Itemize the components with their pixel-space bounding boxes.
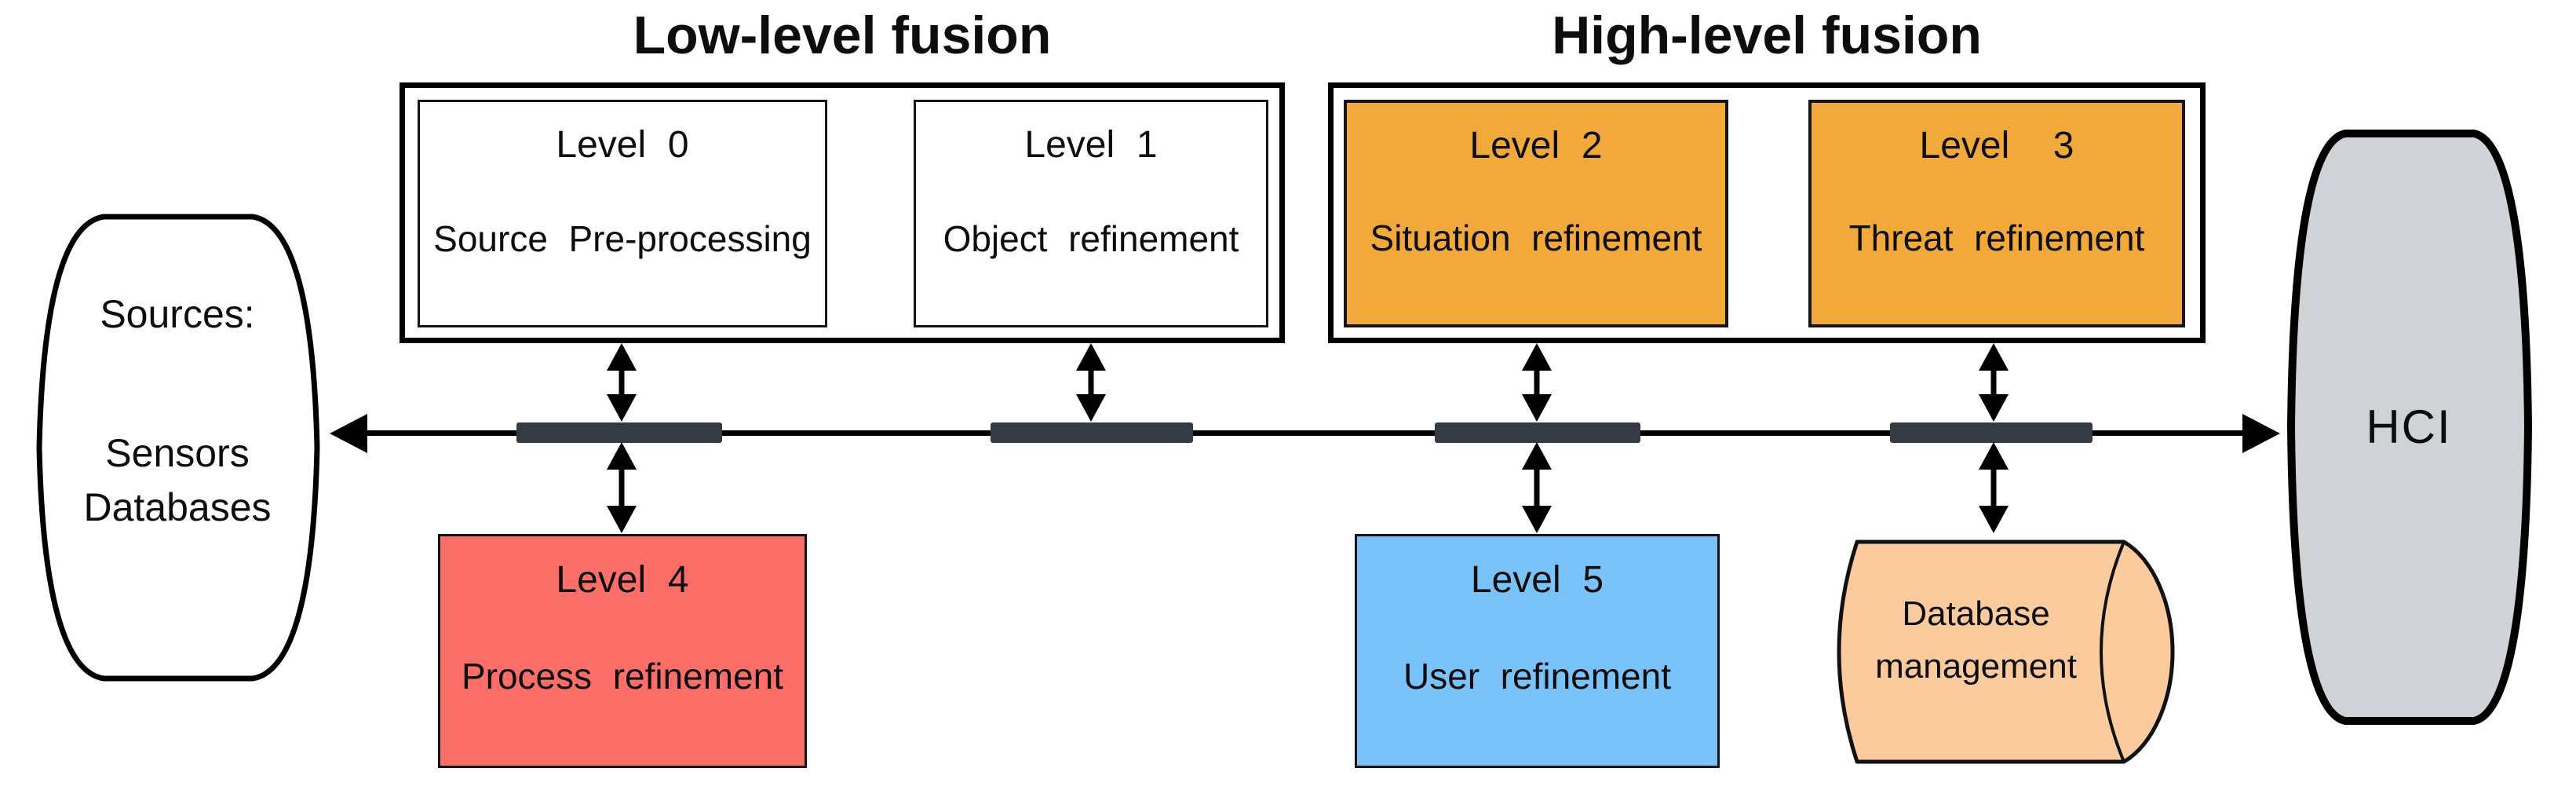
double-arrow-bus-level5-icon	[1522, 442, 1552, 533]
double-arrow-level2-bus-icon	[1522, 343, 1552, 422]
level-0-title: Level 0	[556, 124, 689, 166]
database-label-line2: management	[1875, 647, 2077, 686]
level-4-title: Level 4	[556, 559, 689, 602]
bus-arrow-right-icon	[2242, 414, 2280, 453]
level-1-subtitle: Object refinement	[943, 218, 1239, 259]
level-2-subtitle: Situation refinement	[1370, 218, 1702, 259]
hci-label: HCI	[2366, 400, 2452, 453]
sources-databases-label: Databases	[83, 485, 272, 529]
level-2-box: Level 2 Situation refinement	[1344, 100, 1728, 327]
bus-arrow-left-icon	[330, 414, 367, 453]
double-arrow-level3-bus-icon	[1979, 343, 2009, 422]
double-arrow-bus-database-icon	[1979, 442, 2009, 533]
low-level-fusion-title: Low-level fusion	[633, 5, 1052, 65]
bus-segment-level3	[1890, 422, 2093, 443]
level-5-subtitle: User refinement	[1403, 655, 1672, 697]
level-2-title: Level 2	[1469, 125, 1603, 167]
bus-segment-level0	[516, 422, 722, 443]
level-4-box: Level 4 Process refinement	[438, 534, 807, 768]
sources-label: Sources:	[100, 292, 255, 336]
database-management-cylinder: Database management	[1819, 537, 2184, 766]
level-3-title: Level 3	[1919, 125, 2074, 167]
level-1-box: Level 1 Object refinement	[914, 100, 1268, 327]
level-4-subtitle: Process refinement	[461, 655, 784, 697]
level-0-box: Level 0 Source Pre-processing	[418, 100, 827, 327]
barrel-shape-icon	[36, 214, 320, 682]
double-arrow-bus-level4-icon	[607, 442, 637, 533]
level-3-box: Level 3 Threat refinement	[1808, 100, 2185, 327]
sources-sensors-label: Sensors	[105, 431, 250, 475]
database-label-line1: Database	[1902, 594, 2050, 633]
bus-line	[339, 430, 2275, 436]
double-arrow-level1-bus-icon	[1076, 343, 1106, 422]
cylinder-shape-icon	[1837, 539, 2175, 764]
sources-shape: Sources: Sensors Databases	[24, 212, 331, 683]
high-level-fusion-title: High-level fusion	[1552, 5, 1982, 65]
bus-segment-level1	[991, 422, 1193, 443]
level-0-subtitle: Source Pre-processing	[433, 218, 812, 259]
level-1-title: Level 1	[1024, 124, 1158, 166]
hci-shape: HCI	[2284, 128, 2534, 726]
level-3-subtitle: Threat refinement	[1848, 218, 2145, 259]
bus-segment-level2	[1435, 422, 1640, 443]
level-5-title: Level 5	[1470, 559, 1604, 602]
level-5-box: Level 5 User refinement	[1355, 534, 1720, 768]
barrel-shape-icon	[2286, 130, 2533, 725]
double-arrow-level0-bus-icon	[607, 343, 637, 422]
